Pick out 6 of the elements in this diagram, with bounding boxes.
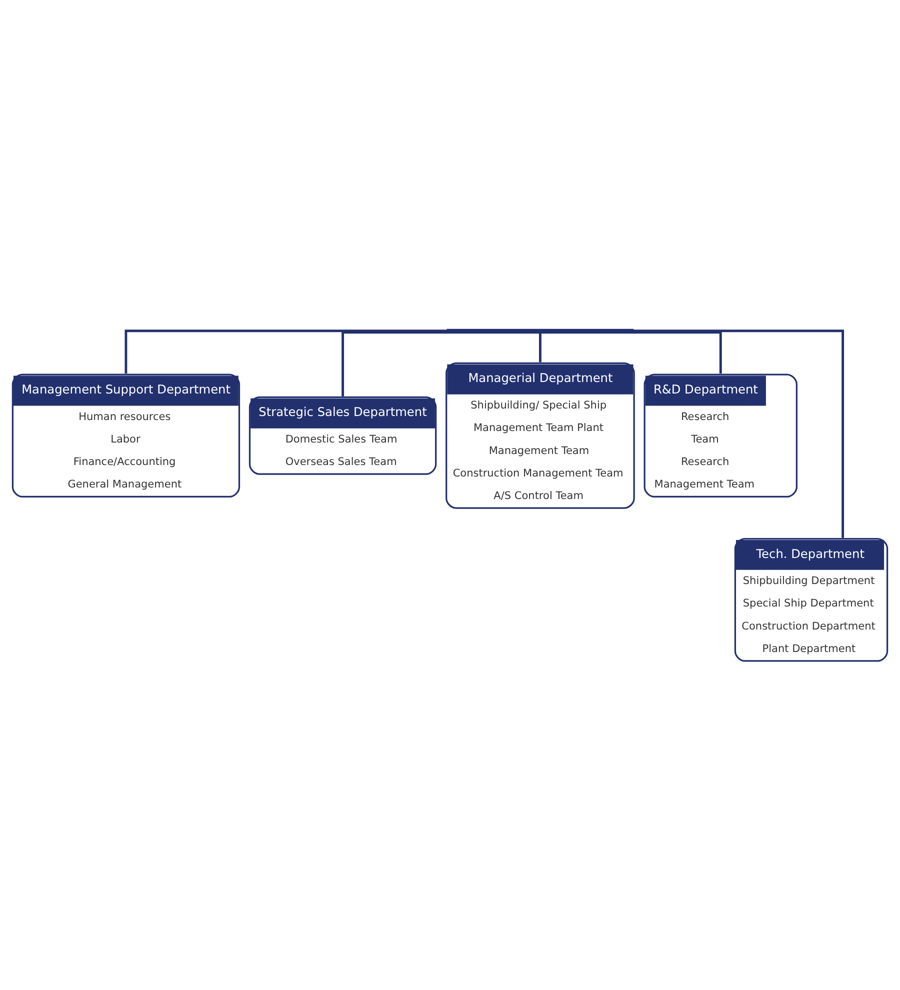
- connector: [342, 330, 447, 396]
- connector: [539, 332, 542, 362]
- connector: [633, 329, 844, 538]
- connector: [633, 330, 722, 374]
- node-bar: [446, 328, 634, 334]
- connector: [124, 329, 447, 373]
